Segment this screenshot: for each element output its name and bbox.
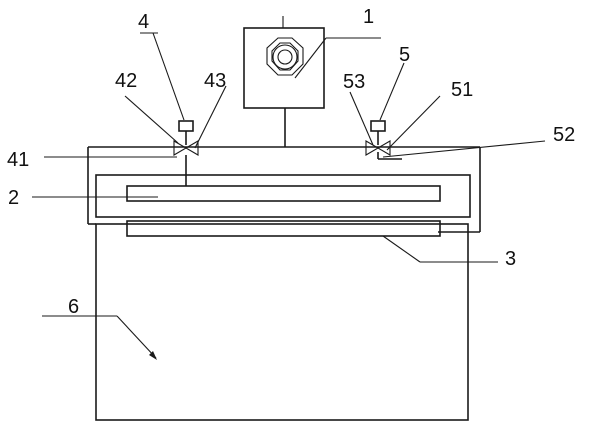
label-5: 5 — [399, 44, 410, 66]
main-box — [95, 223, 469, 421]
pump-unit — [243, 16, 325, 147]
label-4: 4 — [138, 11, 149, 33]
label-53: 53 — [343, 71, 365, 93]
label-2: 2 — [8, 187, 19, 209]
left-valve — [173, 120, 199, 186]
upper-tube — [126, 185, 441, 202]
top-pipe — [87, 146, 481, 233]
label-6: 6 — [68, 296, 79, 318]
octagon-inner — [271, 42, 299, 71]
rotor-ring — [272, 44, 298, 70]
label-43: 43 — [204, 70, 226, 92]
leader-lines — [32, 32, 546, 360]
label-41: 41 — [7, 149, 29, 171]
arrowhead-6 — [149, 351, 157, 360]
right-valve — [365, 120, 402, 160]
lower-tube — [126, 220, 441, 237]
label-52: 52 — [553, 124, 575, 146]
label-1: 1 — [363, 6, 374, 28]
octagon-outer — [266, 37, 304, 76]
label-3: 3 — [505, 248, 516, 270]
rotor-hub — [277, 49, 293, 65]
label-51: 51 — [451, 79, 473, 101]
lid-frame — [95, 174, 471, 218]
label-42: 42 — [115, 70, 137, 92]
